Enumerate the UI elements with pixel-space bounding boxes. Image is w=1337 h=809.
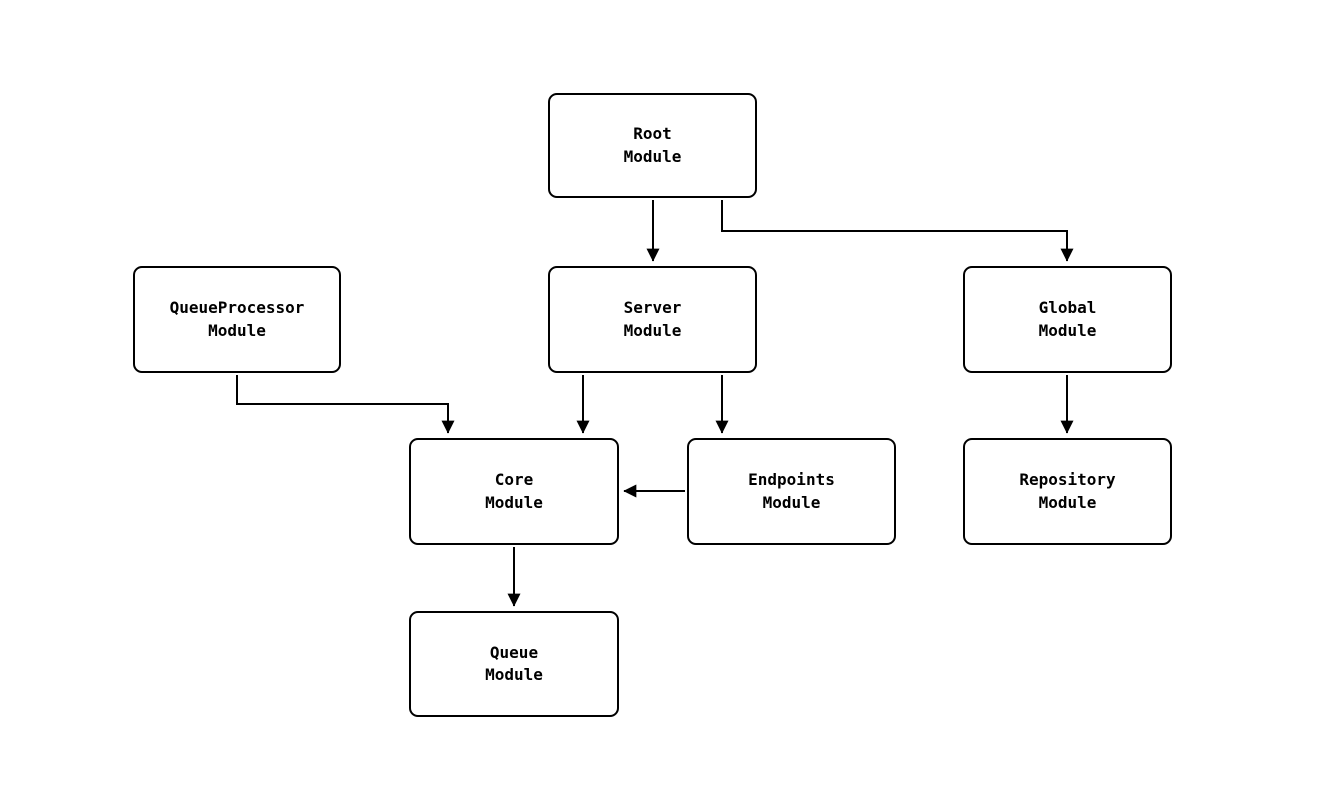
node-server-module: Server Module: [548, 266, 757, 373]
arrow-queueprocessor-to-core: [236, 375, 455, 434]
node-root-module: Root Module: [548, 93, 757, 198]
node-repository-module: Repository Module: [963, 438, 1172, 545]
node-core-module: Core Module: [409, 438, 619, 545]
node-endpoints-module: Endpoints Module: [687, 438, 896, 545]
arrow-root-to-global: [721, 200, 1074, 262]
node-global-module: Global Module: [963, 266, 1172, 373]
node-queue-module: Queue Module: [409, 611, 619, 717]
node-queueprocessor-module: QueueProcessor Module: [133, 266, 341, 373]
